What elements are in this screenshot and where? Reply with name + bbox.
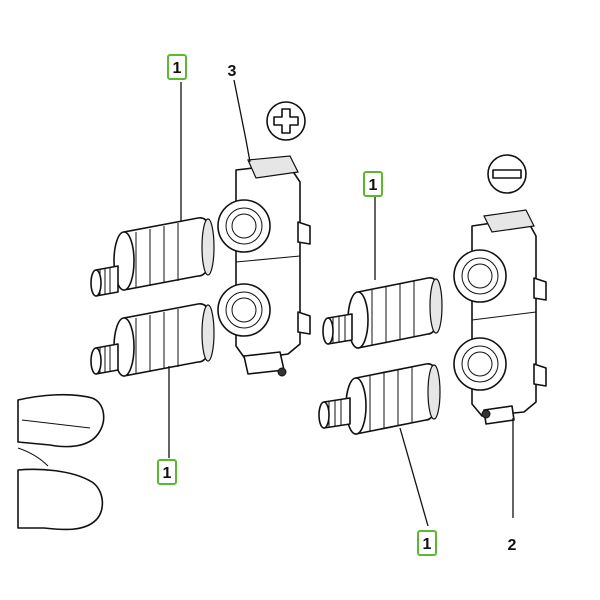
svg-text:1: 1 (173, 60, 182, 77)
pressure-sensor-middle-upper (322, 277, 443, 349)
callout-part-1-top-left: 1 (167, 54, 187, 80)
pressure-sensor-lower-left (90, 303, 215, 377)
sensor-manifold-negative (453, 209, 547, 425)
callout-part-1-middle: 1 (363, 171, 383, 197)
callout-part-2: 2 (508, 537, 517, 554)
callout-part-1-bottom-left: 1 (157, 459, 177, 485)
svg-text:3: 3 (228, 63, 237, 80)
svg-text:1: 1 (423, 536, 432, 553)
sensor-manifold-positive (217, 155, 311, 377)
svg-text:1: 1 (369, 177, 378, 194)
leader-lines (168, 79, 514, 527)
svg-text:2: 2 (508, 537, 517, 554)
svg-text:1: 1 (163, 465, 172, 482)
plus-icon (266, 101, 306, 141)
callout-part-1-bottom-middle: 1 (417, 530, 437, 556)
pressure-sensor-middle-lower (318, 363, 441, 435)
partial-component-left (17, 393, 105, 531)
pressure-sensor-upper-left (90, 217, 215, 297)
callout-part-3: 3 (228, 63, 237, 80)
minus-icon (487, 154, 527, 194)
